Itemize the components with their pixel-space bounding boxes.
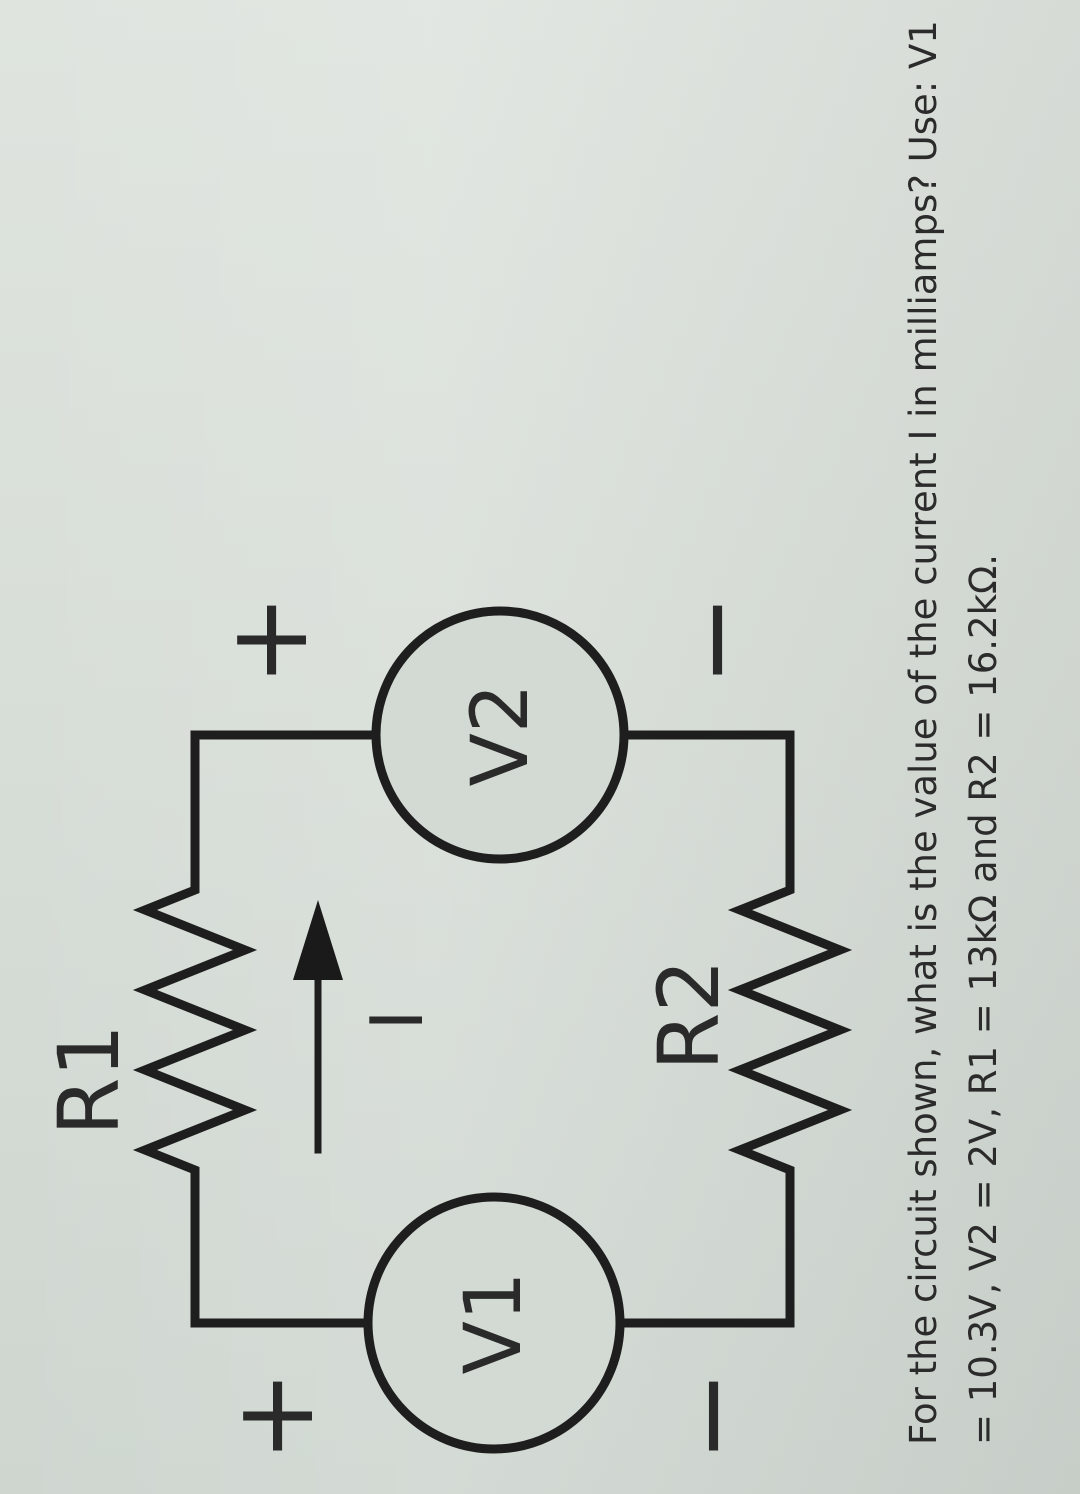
v1-label: V1 <box>449 1272 539 1375</box>
v2-source <box>371 606 629 864</box>
r2-label: R2 <box>640 959 738 1071</box>
v2-label: V2 <box>456 684 546 787</box>
r1-label: R1 <box>40 1024 138 1136</box>
v2-minus-sign: − <box>650 594 778 686</box>
r1-resistor <box>132 875 258 1195</box>
question-line-1: For the circuit shown, what is the value… <box>902 20 945 1445</box>
r2-resistor <box>727 875 853 1195</box>
current-arrow-icon <box>293 900 343 1154</box>
v1-minus-sign: − <box>646 1370 774 1462</box>
v2-plus-sign: + <box>204 594 332 686</box>
question-line-2: = 10.3V, V2 = 2V, R1 = 13kΩ and R2 = 16.… <box>962 554 1005 1445</box>
circuit-wires <box>190 730 795 1328</box>
v1-plus-sign: + <box>210 1370 338 1462</box>
current-label: I <box>355 1009 439 1030</box>
v1-source <box>363 1192 625 1454</box>
